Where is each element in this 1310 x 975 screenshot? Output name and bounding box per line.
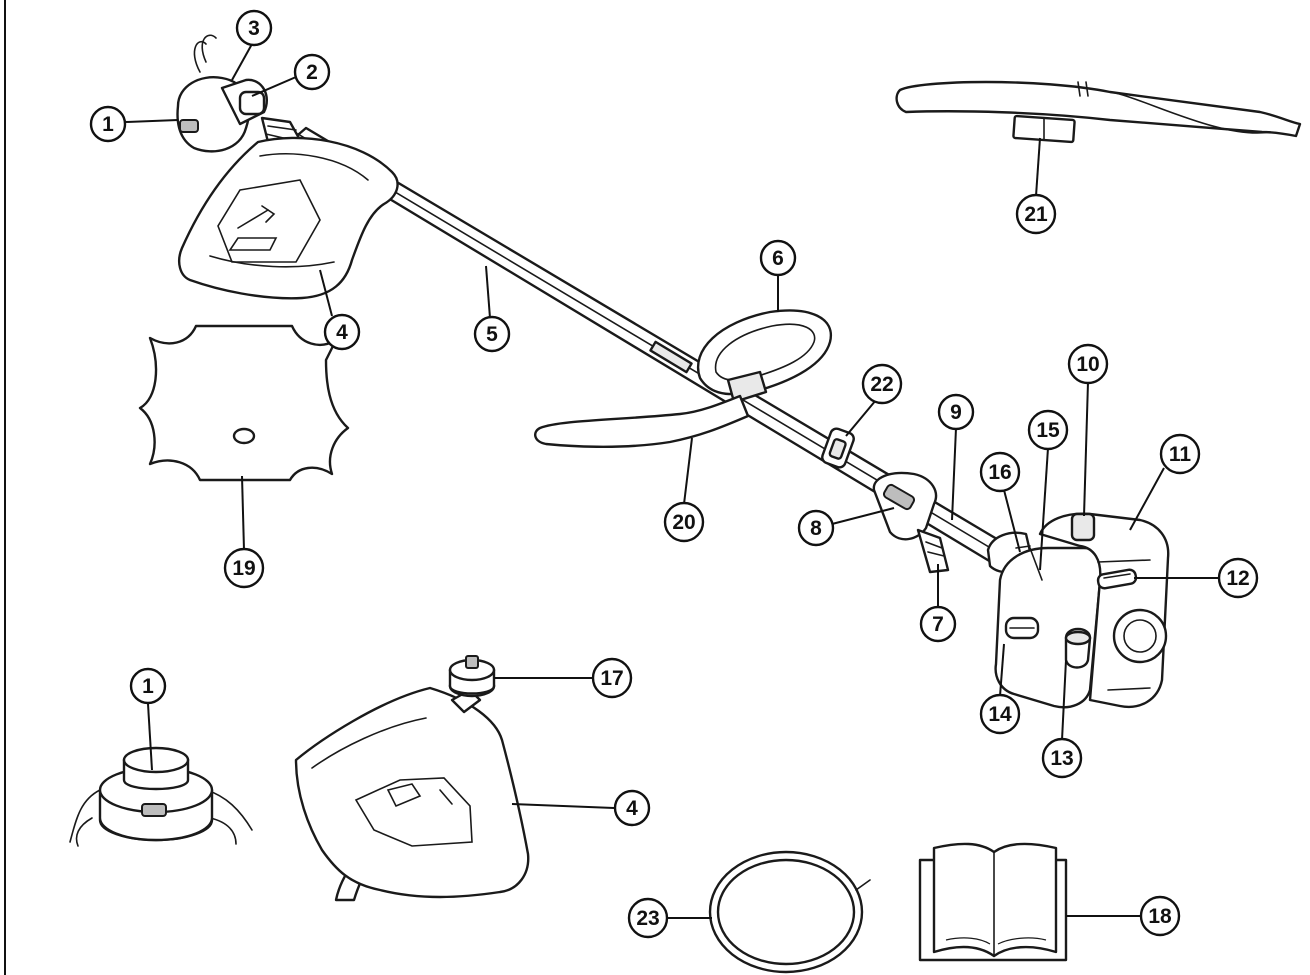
callout-label: 6 xyxy=(772,247,784,270)
callout-label: 7 xyxy=(932,613,944,636)
callout-3: 3 xyxy=(235,9,273,47)
callout-15: 15 xyxy=(1027,409,1069,451)
blade-adapter-hub xyxy=(448,655,496,698)
callout-label: 20 xyxy=(672,511,695,534)
throttle-grip xyxy=(872,471,950,574)
callout-5: 5 xyxy=(473,315,511,353)
callout-label: 22 xyxy=(870,373,893,396)
harness-ring xyxy=(708,850,871,974)
callout-19: 19 xyxy=(223,547,265,589)
callout-label: 11 xyxy=(1169,443,1192,466)
loop-handle xyxy=(697,309,833,404)
callout-label: 10 xyxy=(1076,353,1099,376)
callout-23: 23 xyxy=(627,897,669,939)
callout-label: 21 xyxy=(1024,203,1048,226)
callout-label: 18 xyxy=(1148,905,1172,928)
callout-7: 7 xyxy=(919,605,957,643)
callout-18: 18 xyxy=(1139,895,1181,937)
spare-trimmer-head xyxy=(69,746,253,847)
callout-1-head: 1 xyxy=(89,105,127,143)
callout-label: 5 xyxy=(486,323,498,346)
callout-label: 15 xyxy=(1036,419,1060,442)
trimmer-guard xyxy=(178,136,399,300)
callout-label: 1 xyxy=(102,113,114,136)
callout-17: 17 xyxy=(591,657,633,699)
callout-label: 17 xyxy=(600,667,623,690)
callout-14: 14 xyxy=(979,693,1021,735)
callout-label: 16 xyxy=(988,461,1011,484)
callout-2: 2 xyxy=(293,53,331,91)
callout-label: 2 xyxy=(306,61,318,84)
callout-label: 4 xyxy=(336,321,348,344)
callout-label: 1 xyxy=(142,675,154,698)
operator-manual xyxy=(918,842,1068,962)
callout-11: 11 xyxy=(1159,433,1201,475)
callout-4-guard: 4 xyxy=(323,313,361,351)
shoulder-strap xyxy=(895,80,1302,144)
four-tooth-blade xyxy=(138,324,350,482)
callout-22: 22 xyxy=(861,363,903,405)
callout-9: 9 xyxy=(937,393,975,431)
callout-label: 14 xyxy=(988,703,1012,726)
callout-20: 20 xyxy=(663,501,705,543)
barrier-bar xyxy=(534,394,750,448)
callout-label: 23 xyxy=(636,907,659,930)
callout-label: 8 xyxy=(810,517,822,540)
spare-guard xyxy=(294,686,530,902)
callout-13: 13 xyxy=(1041,737,1083,779)
callout-8: 8 xyxy=(797,509,835,547)
callout-1-spare-head: 1 xyxy=(129,667,167,705)
hanger-clamp xyxy=(821,427,855,469)
callout-label: 12 xyxy=(1226,567,1249,590)
callout-4-spare-guard: 4 xyxy=(613,789,651,827)
engine-unit xyxy=(986,512,1191,709)
callout-label: 19 xyxy=(232,557,255,580)
callout-label: 4 xyxy=(626,797,638,820)
callout-6: 6 xyxy=(759,239,797,277)
callout-21: 21 xyxy=(1015,193,1057,235)
callout-16: 16 xyxy=(979,451,1021,493)
callout-label: 13 xyxy=(1050,747,1073,770)
callout-label: 9 xyxy=(950,401,962,424)
callout-10: 10 xyxy=(1067,343,1109,385)
callout-label: 3 xyxy=(248,17,260,40)
leader-lines xyxy=(125,43,1218,919)
callout-12: 12 xyxy=(1217,557,1259,599)
